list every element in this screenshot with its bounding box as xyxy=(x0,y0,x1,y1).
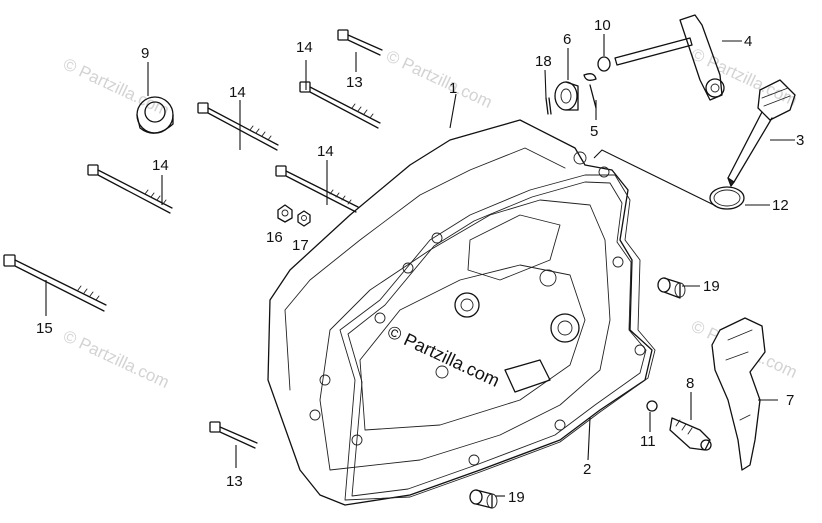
dowel-pin xyxy=(545,97,552,115)
watermark: © Partzilla.com xyxy=(60,54,172,120)
callout-11: 11 xyxy=(640,433,656,450)
o-ring-inner xyxy=(713,189,741,207)
callout-14-d: 14 xyxy=(317,143,334,160)
callout-3: 3 xyxy=(796,132,804,149)
bolt-13a xyxy=(337,29,383,56)
callout-5: 5 xyxy=(590,123,598,140)
callout-17: 17 xyxy=(292,237,309,254)
watermark: © Partzilla.com xyxy=(383,46,495,112)
callout-1: 1 xyxy=(449,80,457,97)
bolt-14d xyxy=(275,165,359,213)
o-ring xyxy=(709,186,745,210)
callout-14-c: 14 xyxy=(296,39,313,56)
callout-8: 8 xyxy=(686,375,694,392)
callout-4: 4 xyxy=(744,33,752,50)
callout-6: 6 xyxy=(563,31,571,48)
bolt-14a xyxy=(197,102,279,151)
oil-filler-cap xyxy=(727,79,796,187)
watermark: © Partzilla.com xyxy=(688,44,800,110)
dowel-19a xyxy=(657,277,686,299)
callout-13-top: 13 xyxy=(346,74,363,91)
nut-17 xyxy=(297,210,311,227)
callout-12: 12 xyxy=(772,197,789,214)
oil-seal xyxy=(136,96,174,134)
callout-7: 7 xyxy=(786,392,794,409)
callout-18: 18 xyxy=(535,53,552,70)
leader-lines xyxy=(45,34,795,497)
callout-2: 2 xyxy=(583,461,591,478)
nut-16 xyxy=(277,204,293,223)
callout-14-a: 14 xyxy=(229,84,246,101)
small-washer xyxy=(646,400,658,412)
cover-gasket xyxy=(339,174,656,501)
shift-arm xyxy=(614,14,725,101)
return-spring xyxy=(583,73,597,109)
callout-15: 15 xyxy=(36,320,53,337)
bolt-14c xyxy=(299,81,381,129)
bolt-15 xyxy=(3,254,107,312)
callout-9: 9 xyxy=(141,45,149,62)
callout-13-bottom: 13 xyxy=(226,473,243,490)
washer xyxy=(597,56,611,72)
callout-labels: 1 2 3 4 5 6 7 8 9 10 11 12 13 13 14 14 1… xyxy=(36,17,804,506)
watermark: © Partzilla.com xyxy=(60,326,172,392)
callout-10: 10 xyxy=(594,17,611,34)
neutral-switch xyxy=(669,417,712,451)
callout-19-right: 19 xyxy=(703,278,720,295)
callout-14-b: 14 xyxy=(152,157,169,174)
collar xyxy=(554,81,579,111)
bolt-13b xyxy=(209,421,258,449)
bolt-14b xyxy=(87,164,173,214)
callout-16: 16 xyxy=(266,229,283,246)
callout-19-bottom: 19 xyxy=(508,489,525,506)
dowel-19b xyxy=(469,489,498,509)
crankcase-cover xyxy=(267,119,653,506)
guide-plate xyxy=(711,317,766,471)
